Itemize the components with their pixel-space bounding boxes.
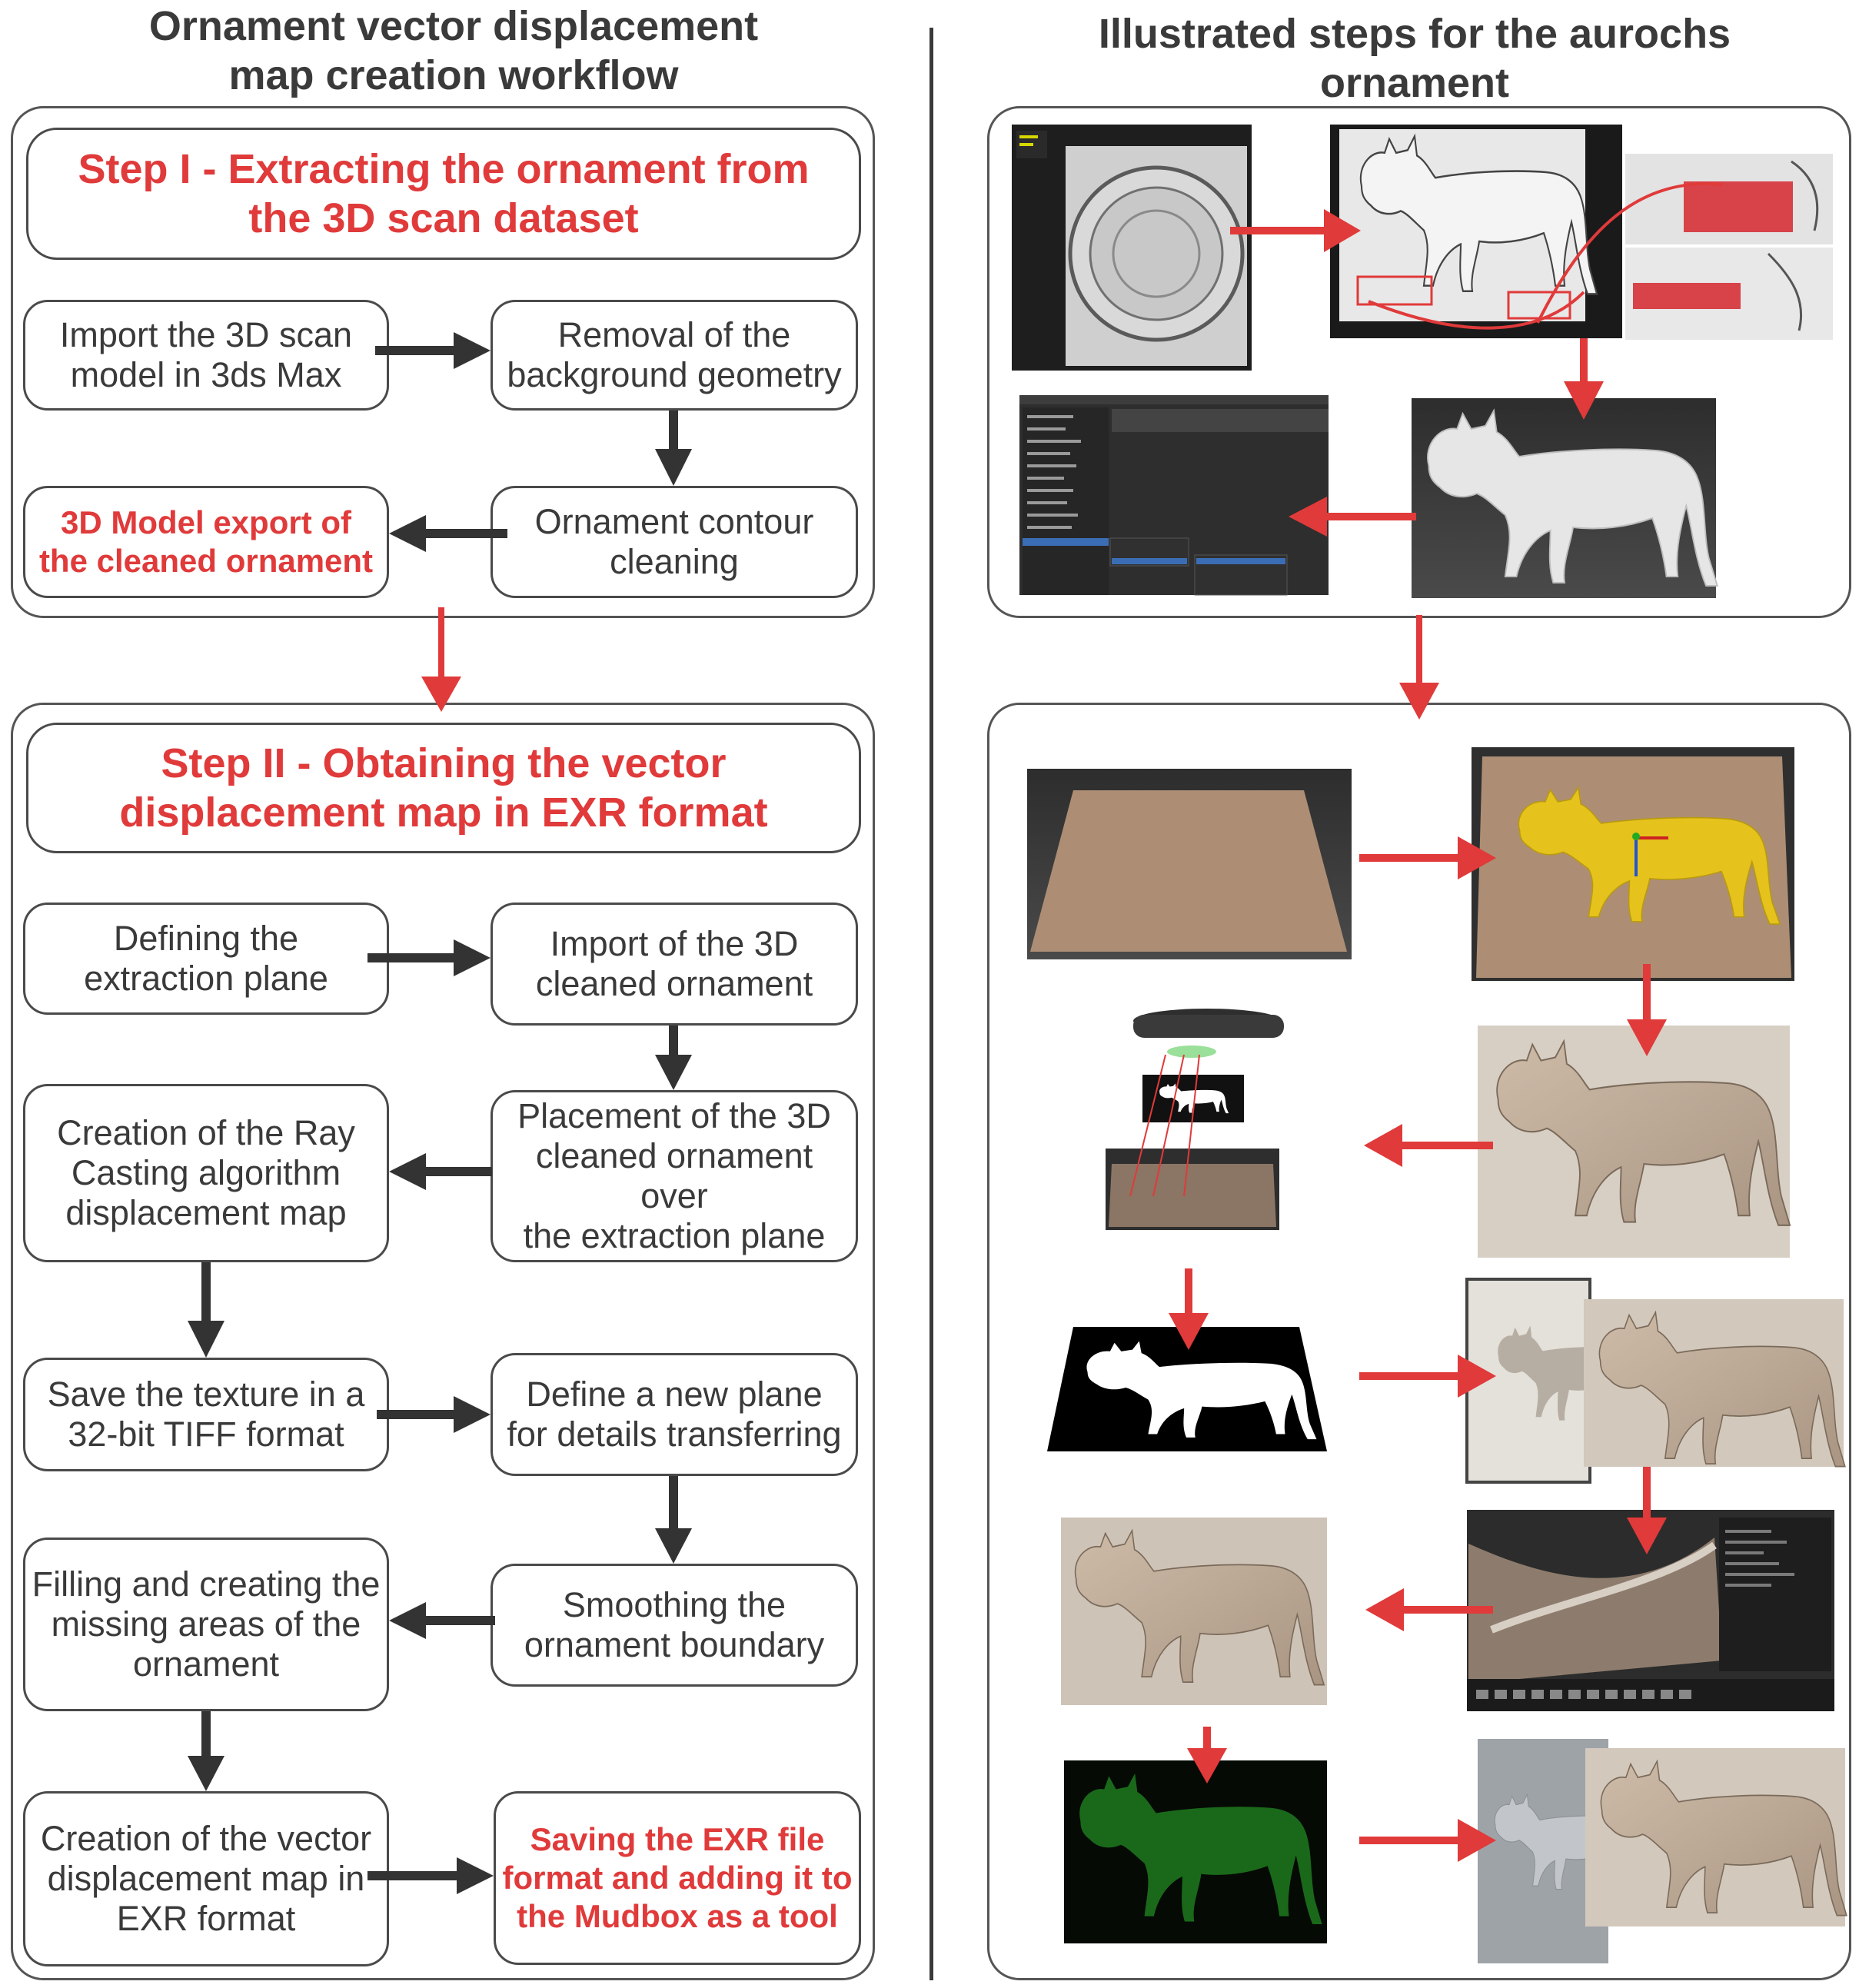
detail-transfer-image: [1465, 1278, 1846, 1484]
clay-ornament-image: [1478, 1026, 1791, 1258]
save-texture-box: Save the texture in a 32-bit TIFF format: [23, 1358, 389, 1471]
contour-cleaning-box: Ornament contour cleaning: [491, 486, 858, 598]
step2-title: Step II - Obtaining the vector displacem…: [26, 723, 861, 853]
right-title: Illustrated steps for the aurochs orname…: [1098, 11, 1731, 106]
mudbox-smoothing-screenshot: [1467, 1510, 1834, 1711]
extraction-plane-image: [1027, 769, 1352, 959]
cleaned-ornament-render: [1412, 398, 1718, 598]
left-title: Ornament vector displacement map creatio…: [148, 3, 759, 98]
vector-displacement-map-image: [1064, 1760, 1327, 1943]
center-divider: [930, 28, 933, 1980]
silhouette-mask-image: [1047, 1327, 1327, 1451]
filling-box: Filling and creating the missing areas o…: [23, 1538, 389, 1711]
filled-ornament-image: [1061, 1518, 1327, 1705]
raycast-projection-image: [1106, 1009, 1284, 1230]
model-export-box: 3D Model export of the cleaned ornament: [23, 486, 389, 598]
removal-background-box: Removal of the background geometry: [491, 300, 858, 411]
left-flow-arrows: [188, 332, 692, 1894]
new-plane-box: Define a new plane for details transferr…: [491, 1353, 858, 1476]
ray-casting-box: Creation of the Ray Casting algorithm di…: [23, 1084, 389, 1262]
step-transition-arrow: [421, 607, 1439, 720]
top-illustration-arrows: [1230, 182, 1723, 537]
contour-detail-images: [1625, 154, 1833, 340]
smoothing-box: Smoothing the ornament boundary: [491, 1564, 858, 1687]
step1-title: Step I - Extracting the ornament from th…: [26, 128, 861, 260]
scan-dataset-image: [1012, 125, 1252, 371]
import-cleaned-box: Import of the 3D cleaned ornament: [491, 903, 858, 1026]
menu-export-screenshot: [1019, 395, 1329, 596]
import-scan-box: Import the 3D scan model in 3ds Max: [23, 300, 389, 411]
vector-map-box: Creation of the vector displacement map …: [23, 1791, 389, 1966]
placement-box: Placement of the 3D cleaned ornament ove…: [491, 1090, 858, 1262]
extracted-outline-image: [1330, 125, 1622, 338]
mudbox-tool-image: [1478, 1739, 1847, 1963]
define-plane-box: Defining the extraction plane: [23, 903, 389, 1015]
bottom-illustration-arrows: [1169, 836, 1667, 1862]
placed-ornament-image: [1472, 747, 1794, 981]
saving-exr-box: Saving the EXR file format and adding it…: [494, 1791, 861, 1965]
